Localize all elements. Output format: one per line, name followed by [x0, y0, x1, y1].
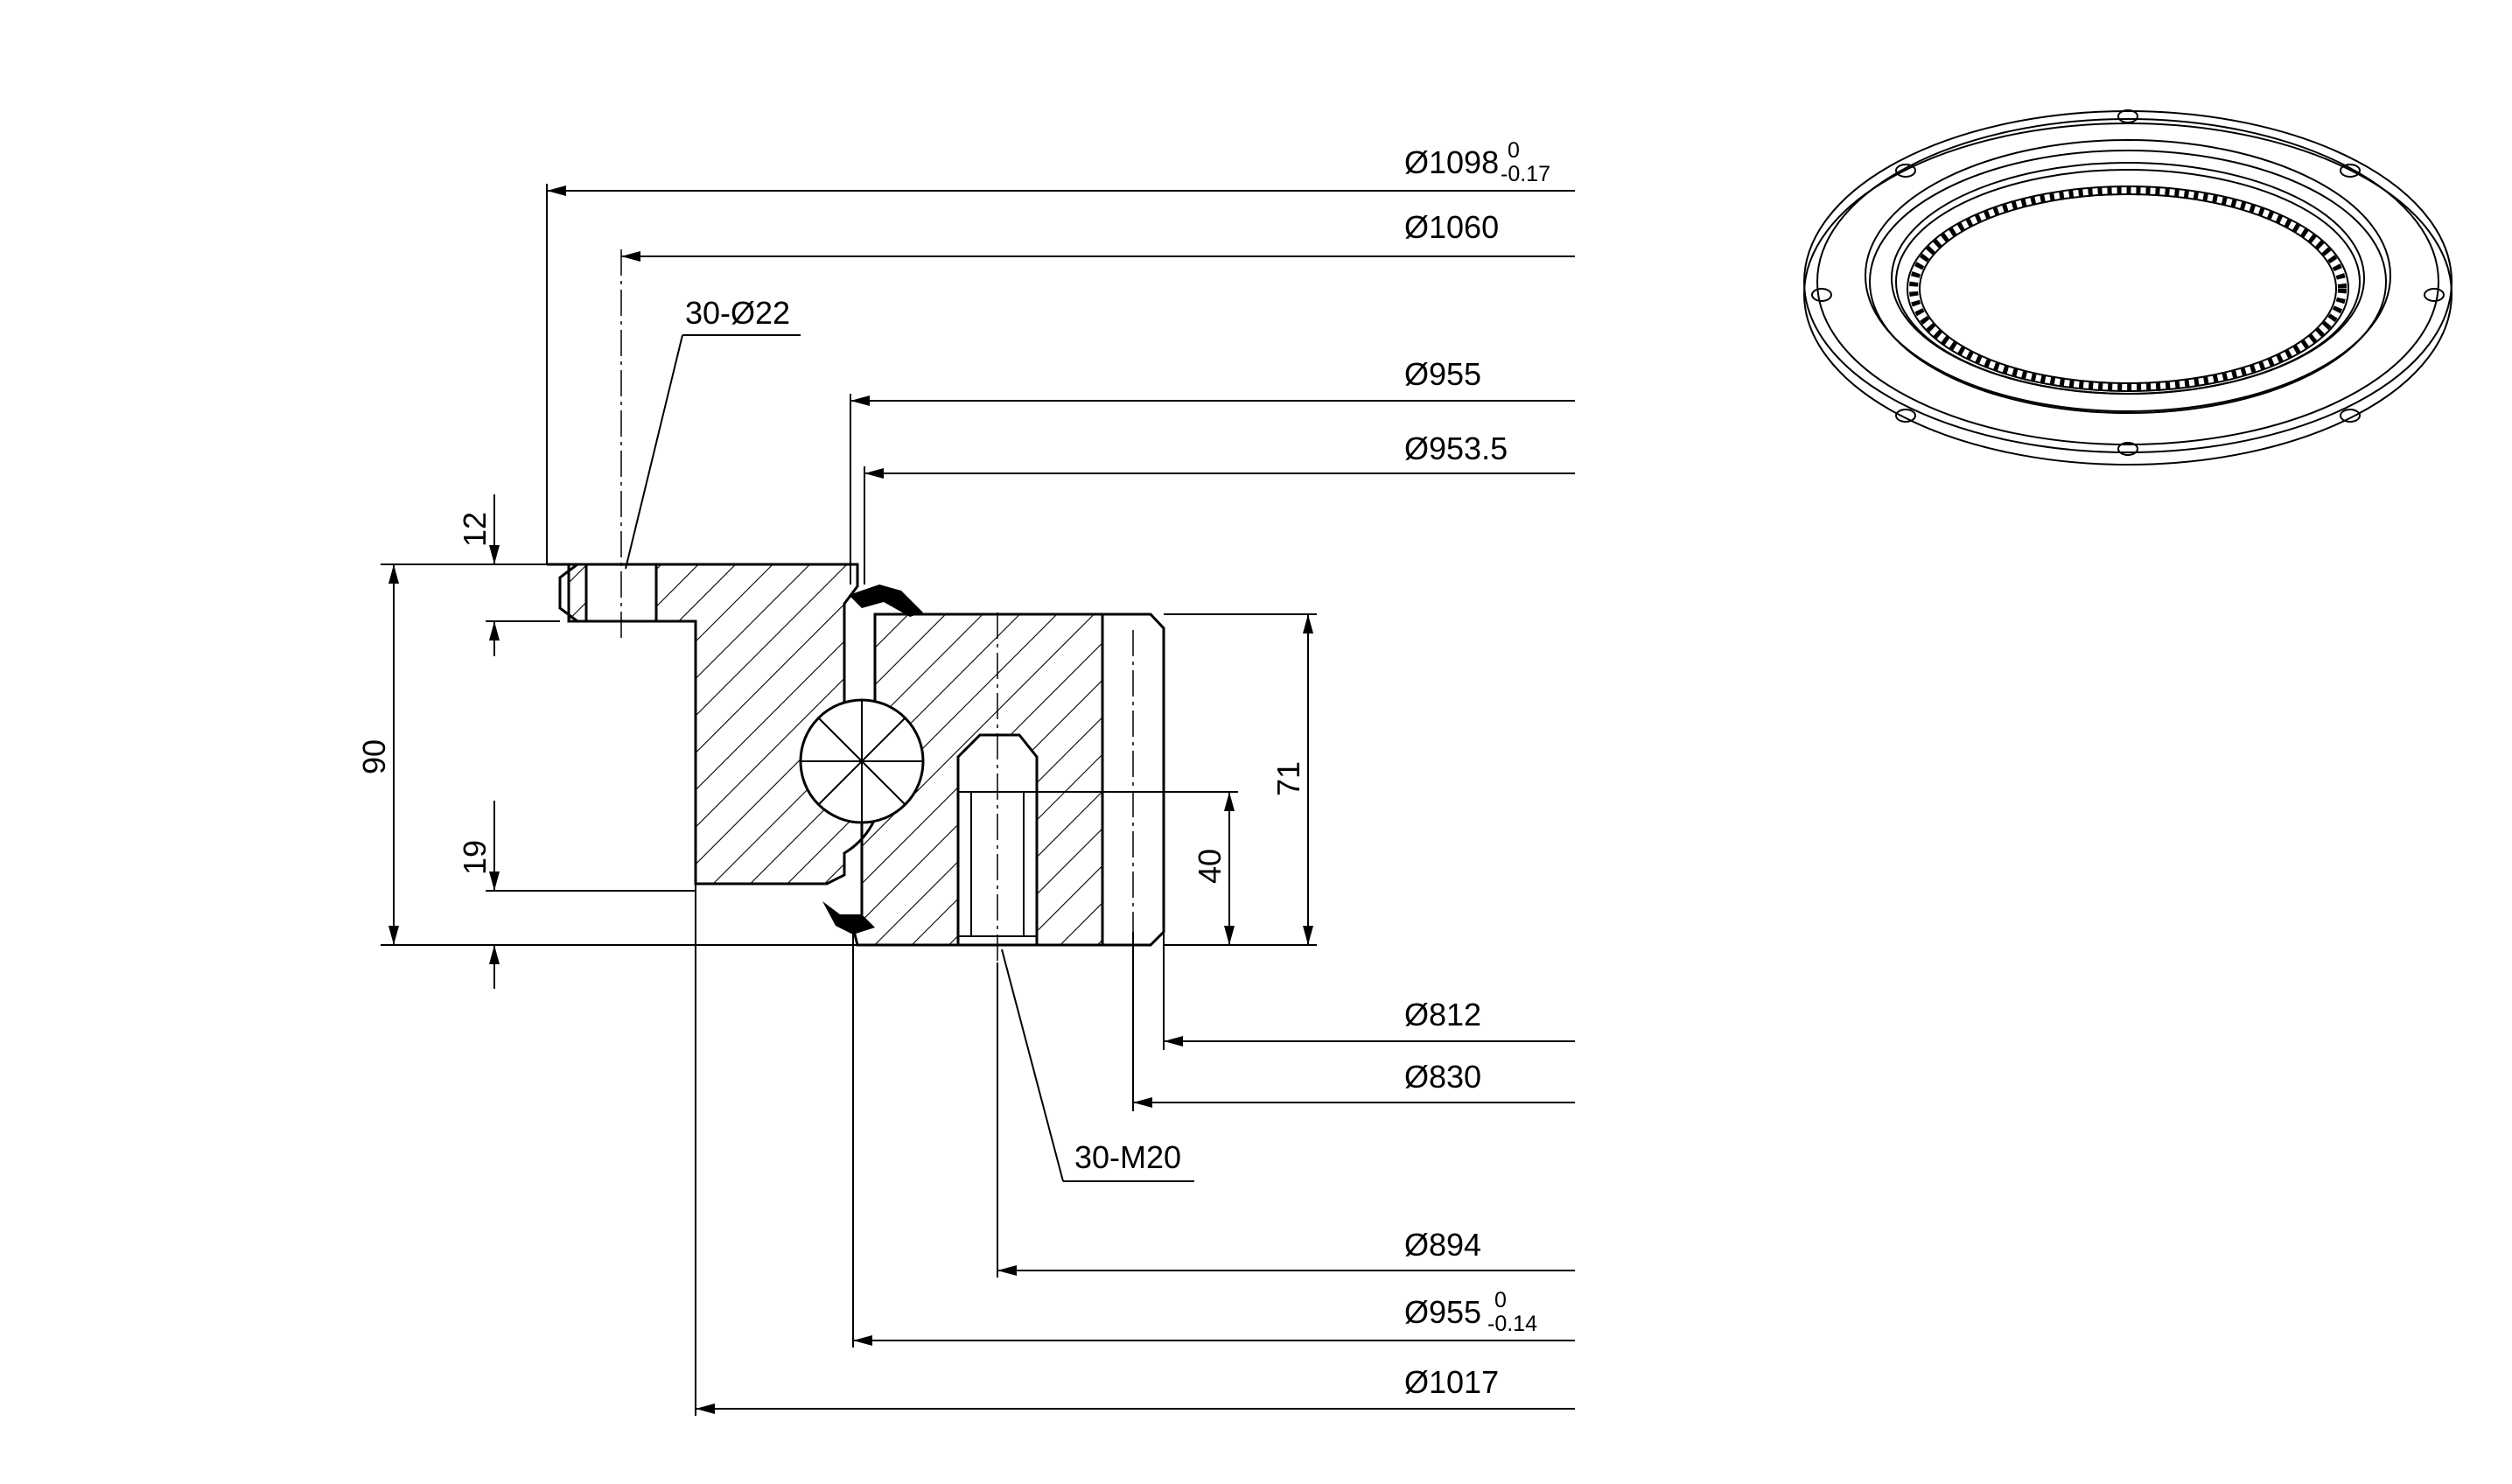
dim-71: 71: [1270, 761, 1306, 796]
iso-bolt-hole: [1895, 164, 1916, 178]
dim-holes: 30-Ø22: [685, 295, 790, 331]
dim-d955-tol-upper: 0: [1494, 1288, 1507, 1312]
diameter-dimensions-top: Ø1098 0 -0.17 Ø1060 30-Ø22 Ø955 Ø953.5: [546, 138, 1575, 639]
dim-threads: 30-M20: [1074, 1139, 1181, 1175]
dim-d812: Ø812: [1404, 997, 1481, 1032]
iso-bolt-hole: [1895, 409, 1916, 423]
dim-od-flange-tol-lower: -0.17: [1501, 162, 1550, 186]
iso-bolt-hole: [2340, 409, 2361, 423]
seal-bottom: [822, 901, 875, 934]
dim-d953-5: Ø953.5: [1404, 430, 1508, 466]
dim-d1017: Ø1017: [1404, 1364, 1499, 1400]
dim-od-flange-tol-upper: 0: [1508, 138, 1520, 163]
dim-19: 19: [457, 840, 493, 875]
iso-bolt-hole: [2117, 109, 2138, 123]
dim-od-flange: Ø1098: [1404, 144, 1499, 180]
dim-12: 12: [457, 512, 493, 547]
seal-top: [849, 584, 923, 617]
iso-bolt-hole: [2117, 442, 2138, 456]
dim-90: 90: [356, 739, 392, 774]
diameter-dimensions-bottom: Ø812 Ø830 30-M20 Ø894 Ø955 0 -0.14 Ø1017: [695, 884, 1575, 1416]
dim-d830: Ø830: [1404, 1059, 1481, 1095]
dim-bolt-circle: Ø1060: [1404, 209, 1499, 245]
dim-d894: Ø894: [1404, 1227, 1481, 1263]
dim-d955-tol-lower: -0.14: [1487, 1312, 1537, 1336]
dim-40: 40: [1192, 849, 1228, 884]
vertical-dimensions: 90 12 19 71 40: [356, 494, 1317, 989]
dim-d955: Ø955: [1404, 356, 1481, 392]
dim-d955-tol: Ø955: [1404, 1294, 1481, 1330]
cross-section: [547, 563, 1165, 962]
iso-bolt-hole: [2340, 164, 2361, 178]
iso-bolt-hole: [2424, 288, 2445, 302]
iso-bolt-hole: [1811, 288, 1832, 302]
isometric-view: [1803, 109, 2453, 466]
